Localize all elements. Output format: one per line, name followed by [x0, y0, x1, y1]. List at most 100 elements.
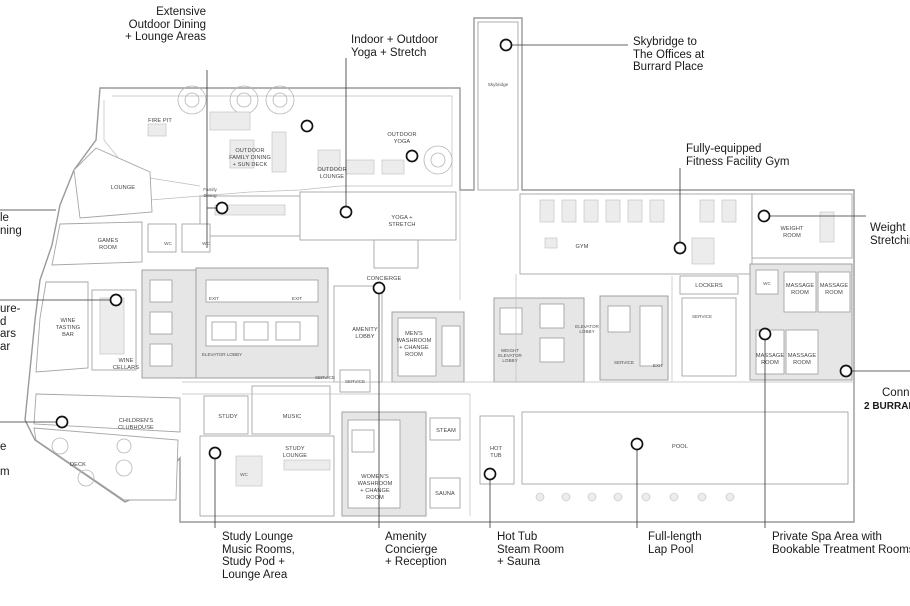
callout-study: Study Lounge Music Rooms, Study Pod + Lo…: [222, 531, 295, 581]
svg-text:SERVICE: SERVICE: [345, 379, 365, 384]
marker-concierge: [372, 281, 386, 295]
svg-text:DECK: DECK: [70, 462, 86, 468]
concierge-desk: [373, 239, 419, 269]
music-room: [251, 385, 331, 435]
study-lounge: [199, 435, 335, 517]
marker-dots: [55, 38, 853, 481]
svg-text:LOUNGE: LOUNGE: [111, 185, 135, 191]
svg-text:+ CHANGE: + CHANGE: [360, 488, 390, 494]
gym-equipment: [539, 199, 835, 265]
marker-clubhouse: [55, 415, 69, 429]
svg-text:WINE: WINE: [118, 358, 133, 364]
svg-text:EXIT: EXIT: [209, 296, 219, 301]
svg-text:Dining: Dining: [203, 193, 216, 198]
svg-text:ELEVATOR: ELEVATOR: [498, 353, 522, 358]
svg-text:ROOM: ROOM: [791, 290, 809, 296]
callout-amenity: Amenity Concierge + Reception: [385, 531, 447, 568]
callout-weight: Weight Stretchin: [870, 222, 910, 247]
steam-room: [429, 417, 461, 441]
svg-text:OUTDOOR: OUTDOOR: [235, 148, 264, 154]
svg-text:Skybridge: Skybridge: [488, 82, 509, 87]
callout-clubhouse-left: e m: [0, 441, 10, 478]
yoga-stretch-room: [299, 191, 457, 241]
svg-text:CONCIERGE: CONCIERGE: [367, 276, 402, 282]
svg-text:+ SUN DECK: + SUN DECK: [233, 162, 268, 168]
wine-tasting-bar: [35, 281, 89, 373]
svg-text:ROOM: ROOM: [99, 245, 117, 251]
callout-wine-left: ure- d ars ar: [0, 303, 21, 353]
service-room: [339, 369, 371, 393]
svg-text:GYM: GYM: [575, 244, 588, 250]
svg-text:WC: WC: [763, 281, 771, 286]
svg-text:MASSAGE: MASSAGE: [756, 353, 785, 359]
marker-gym: [673, 241, 687, 255]
trees: [177, 85, 453, 175]
leader-lines: [0, 44, 910, 528]
skybridge-room: [477, 21, 519, 191]
svg-text:FIRE PIT: FIRE PIT: [148, 118, 172, 124]
svg-text:SAUNA: SAUNA: [435, 491, 455, 497]
pool: [521, 411, 849, 485]
sauna-room: [429, 477, 461, 509]
svg-text:WASHROOM: WASHROOM: [358, 481, 393, 487]
marker-yoga-stretch: [339, 205, 353, 219]
svg-text:HOT: HOT: [490, 446, 503, 452]
wc-2: [181, 223, 211, 253]
svg-text:ELEVATOR: ELEVATOR: [575, 324, 599, 329]
callout-family-dining-left: le ning: [0, 212, 22, 237]
callout-connect-2: 2 BURRAR: [864, 401, 910, 412]
svg-text:AMENITY: AMENITY: [352, 327, 378, 333]
svg-text:ROOM: ROOM: [783, 233, 801, 239]
marker-hottub: [483, 467, 497, 481]
marker-pool: [630, 437, 644, 451]
svg-text:ROOM: ROOM: [405, 352, 423, 358]
marker-weight-room: [757, 209, 771, 223]
marker-wine: [109, 293, 123, 307]
marker-spa: [758, 327, 772, 341]
callout-hottub: Hot Tub Steam Room + Sauna: [497, 531, 565, 568]
svg-text:SERVICE: SERVICE: [614, 360, 634, 365]
svg-text:OUTDOOR: OUTDOOR: [387, 132, 416, 138]
wc-1: [147, 223, 177, 253]
games-room: [51, 221, 143, 266]
svg-text:TASTING: TASTING: [56, 325, 81, 331]
callout-fitness: Fully-equipped Fitness Facility Gym: [686, 143, 790, 168]
svg-text:TUB: TUB: [490, 453, 502, 459]
lounge-room: [73, 147, 153, 219]
svg-text:ELEVATOR LOBBY: ELEVATOR LOBBY: [202, 352, 242, 357]
svg-text:STUDY: STUDY: [285, 446, 305, 452]
callout-connect-1: Conn: [882, 387, 910, 399]
pool-lounge-chairs: [535, 492, 735, 502]
svg-text:CLUBHOUSE: CLUBHOUSE: [118, 425, 154, 431]
marker-connect: [839, 364, 853, 378]
callout-skybridge: Skybridge to The Offices at Burrard Plac…: [633, 36, 705, 73]
weight-room: [751, 193, 853, 259]
marker-outdoor-yoga: [405, 149, 419, 163]
service-right: [681, 297, 737, 377]
marker-outdoor-dining: [300, 119, 314, 133]
study-room: [203, 395, 249, 435]
svg-text:WASHROOM: WASHROOM: [397, 338, 432, 344]
svg-text:GAMES: GAMES: [98, 238, 119, 244]
svg-text:ROOM: ROOM: [825, 290, 843, 296]
deck-area: [33, 427, 179, 501]
svg-text:SERVICE: SERVICE: [315, 375, 335, 380]
childrens-clubhouse: [33, 393, 181, 433]
callout-lappool: Full-length Lap Pool: [648, 531, 702, 556]
svg-text:WC: WC: [164, 241, 172, 246]
svg-text:STEAM: STEAM: [436, 428, 456, 434]
svg-text:MUSIC: MUSIC: [283, 414, 302, 420]
svg-text:WINE: WINE: [60, 318, 75, 324]
svg-text:CELLARS: CELLARS: [113, 365, 139, 371]
svg-text:LOBBY: LOBBY: [579, 329, 594, 334]
svg-text:ROOM: ROOM: [366, 495, 384, 501]
family-dining-room: [199, 195, 301, 237]
svg-text:Family: Family: [203, 187, 217, 192]
svg-text:LOBBY: LOBBY: [355, 334, 374, 340]
svg-text:ROOM: ROOM: [793, 360, 811, 366]
callout-spa: Private Spa Area with Bookable Treatment…: [772, 531, 910, 556]
svg-text:YOGA: YOGA: [394, 139, 411, 145]
callout-yoga: Indoor + Outdoor Yoga + Stretch: [351, 34, 439, 59]
lockers: [679, 275, 739, 295]
